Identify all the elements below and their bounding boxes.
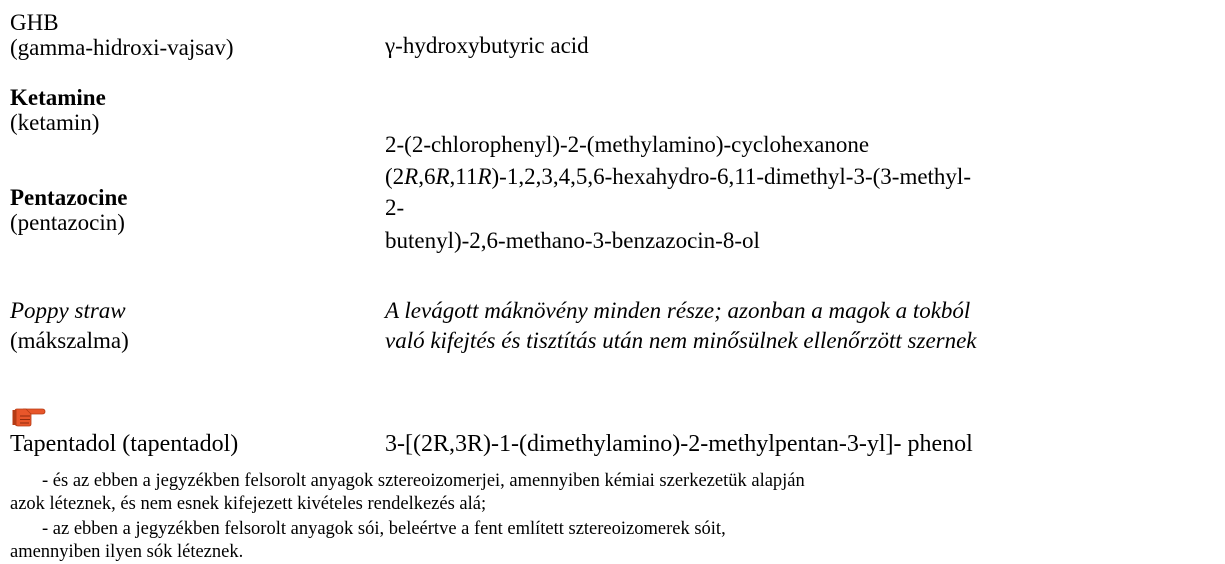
chem-line-1: A levágott máknövény minden része; azonb… [385,298,971,323]
note-line-1: - az ebben a jegyzékben felsorolt anyago… [42,519,726,539]
substance-alt-name: (ketamin) [10,110,100,135]
note-line-1: - és az ebben a jegyzékben felsorolt any… [42,471,805,491]
chemical-name-tapentadol: 3-[(2R,3R)-1-(dimethylamino)-2-methylpen… [385,431,973,457]
note-stereoisomers: - és az ebben a jegyzékben felsorolt any… [10,470,1208,516]
substance-alt-name: (pentazocin) [10,210,125,235]
pointing-hand-icon [12,408,46,427]
chemical-name-ketamine: 2-(2-chlorophenyl)-2-(methylamino)-cyclo… [385,132,870,157]
substance-alt-name: (mákszalma) [10,328,129,353]
substance-name-ketamine: Ketamine (ketamin) [10,85,106,135]
substance-name: GHB [10,10,59,35]
chem-line-1: (2R,6R,11R)-1,2,3,4,5,6-hexahydro-6,11-d… [385,164,971,189]
chem-line-2: való kifejtés és tisztítás után nem minő… [385,328,977,353]
chemical-name-ghb: γ-hydroxybutyric acid [385,33,589,58]
substance-name-tapentadol: Tapentadol (tapentadol) [10,431,239,457]
substance-name: Poppy straw [10,298,126,323]
chem-line-3: butenyl)-2,6-methano-3-benzazocin-8-ol [385,228,760,253]
chem-line-2: 2- [385,195,405,220]
chemical-name-pentazocine: (2R,6R,11R)-1,2,3,4,5,6-hexahydro-6,11-d… [385,163,971,254]
substance-alt-name: (gamma-hidroxi-vajsav) [10,35,234,60]
substance-name-poppy-straw: Poppy straw (mákszalma) [10,296,129,356]
note-line-2: amennyiben ilyen sók léteznek. [10,542,244,562]
substance-name: Pentazocine [10,185,128,210]
substance-name-pentazocine: Pentazocine (pentazocin) [10,185,128,235]
document-page: GHB (gamma-hidroxi-vajsav) γ-hydroxybuty… [10,10,1208,562]
note-line-2: azok léteznek, és nem esnek kifejezett k… [10,494,487,514]
note-salts: - az ebben a jegyzékben felsorolt anyago… [10,518,1208,564]
chemical-name-poppy-straw: A levágott máknövény minden része; azonb… [385,296,977,356]
substance-name-ghb: GHB (gamma-hidroxi-vajsav) [10,10,234,60]
substance-name: Ketamine [10,85,106,110]
